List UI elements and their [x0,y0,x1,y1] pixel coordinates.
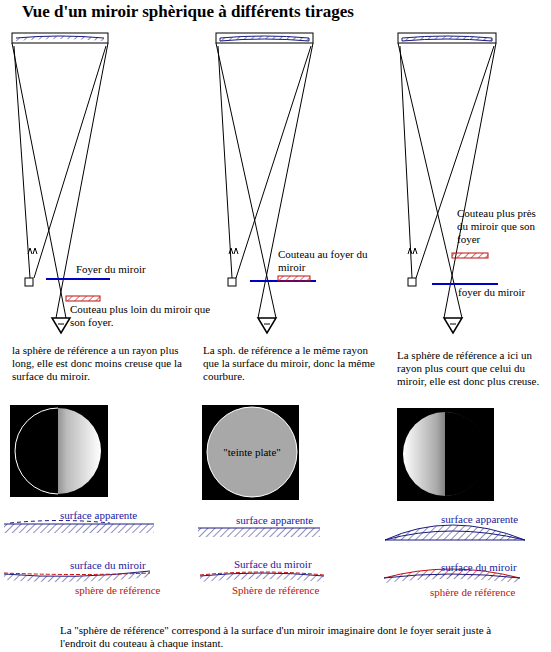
annotation-label: surface du miroir [70,559,170,572]
focus-line [46,278,110,280]
annotation-label: La sph. de référence a le même rayon que… [203,344,383,383]
annotation-label: Couteau plus près du miroir que son foye… [457,207,549,246]
annotation-label: Couteau au foyer du miroir [278,248,388,274]
diagram-caption: La "sphère de référence" correspond à la… [60,624,500,650]
annotation-label: Foyer du miroir [76,263,186,276]
foucault-image [15,408,101,494]
mirror-setup [216,33,313,333]
knife-edge [278,276,310,281]
annotation-label: sphère de référence [75,584,195,597]
mirror-setup [12,33,108,333]
annotation-label: surface apparente [441,513,541,526]
foucault-image [15,408,58,494]
annotation-label: surface apparente [236,514,336,527]
foucault-image [15,408,58,494]
annotation-label: Sphère de référence [232,584,352,597]
annotation-label: La sphère de référence a ici un rayon pl… [397,349,547,388]
foucault-image [10,405,108,497]
annotation-label: la sphère de référence a un rayon plus l… [12,344,194,383]
annotation-label: Surface du miroir [234,558,334,571]
annotation-label: sphère de référence [430,586,550,599]
flat-tint-disk: "teinte plate" [206,406,298,498]
foucault-image [202,405,299,500]
foucault-image [445,412,487,496]
diagram-title: Vue d'un miroir sphèrique à différents t… [22,2,354,22]
knife-edge [452,253,488,258]
foucault-image [403,412,487,496]
annotation-label: surface apparente [60,509,160,522]
annotation-label: Couteau plus loin du miroir que son foye… [70,303,220,329]
foucault-image [397,408,494,501]
annotation-label: surface du miroir [441,561,541,574]
node-text: "teinte plate" [206,446,298,458]
focus-line [432,283,498,285]
annotation-label: foyer du miroir [458,286,548,299]
knife-edge [66,296,100,301]
